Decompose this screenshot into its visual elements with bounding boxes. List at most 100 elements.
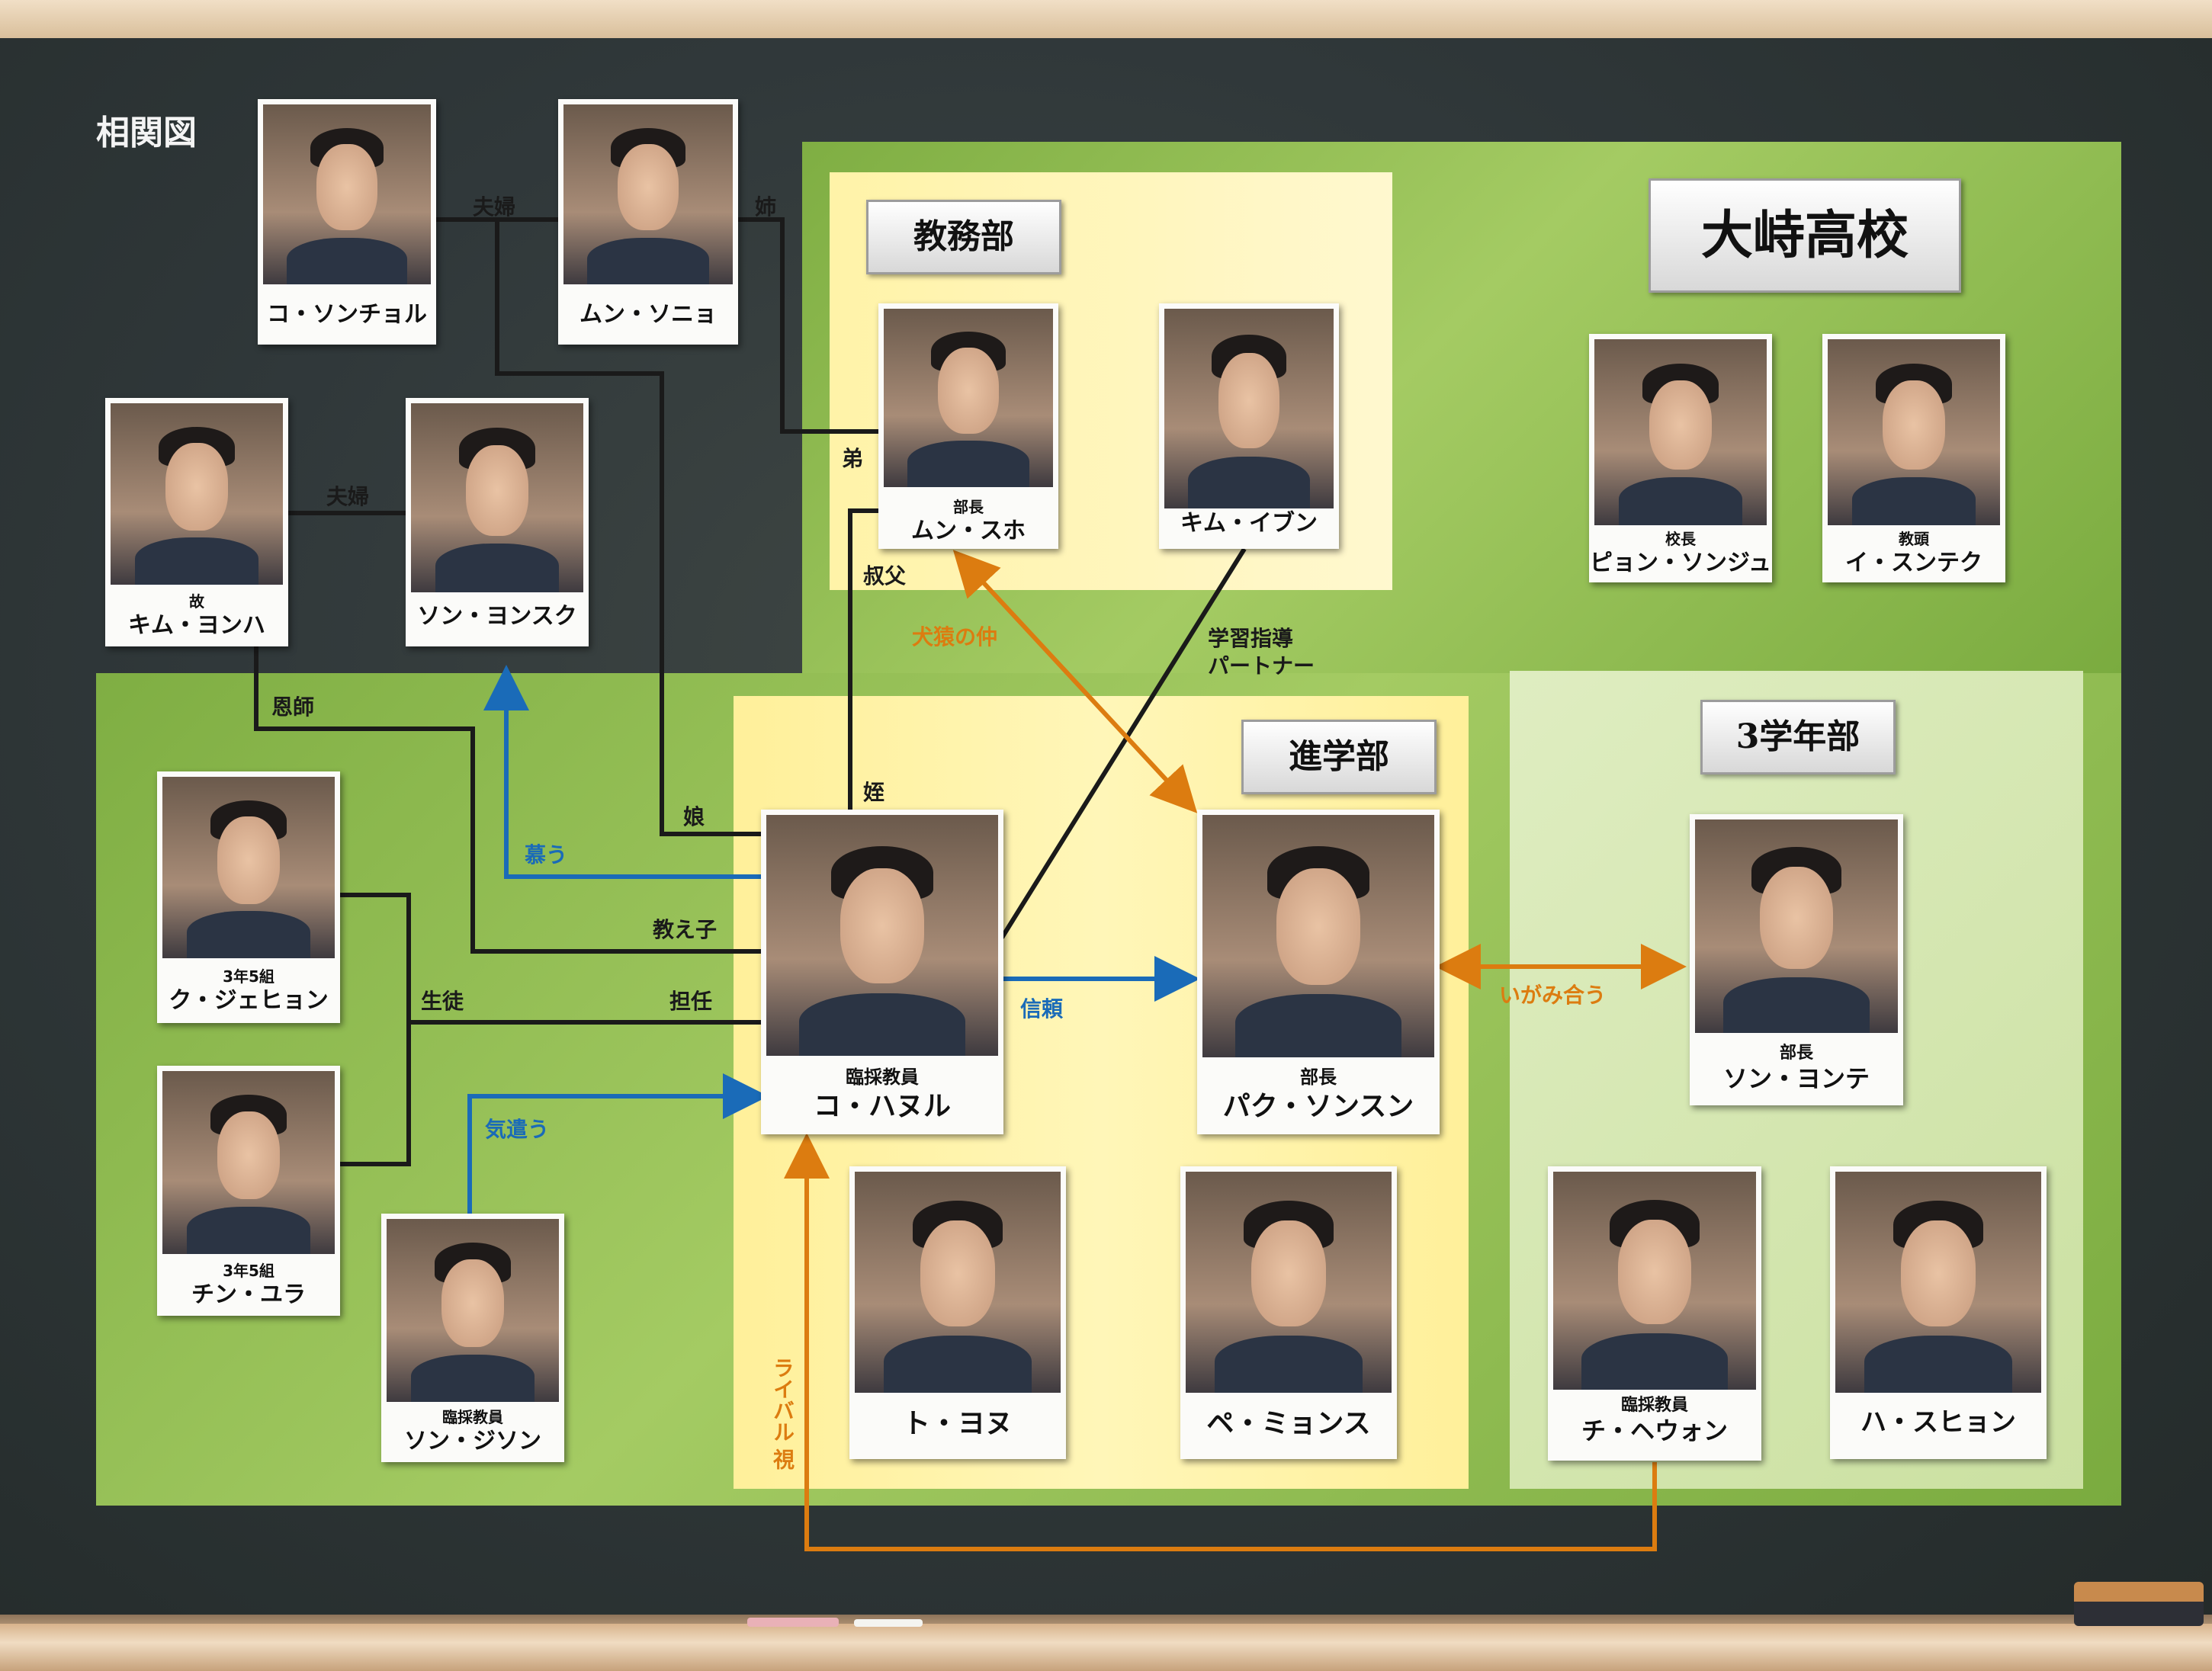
character-role: 教頭	[1899, 530, 1929, 548]
relation-label-couple: 夫婦	[473, 194, 516, 220]
relation-label-glare: いがみ合う	[1499, 983, 1607, 1008]
character-role: 臨採教員	[846, 1066, 919, 1088]
character-card[interactable]: コ・ソンチョル	[258, 99, 436, 345]
character-name: イ・スンテク	[1845, 550, 1982, 576]
chalk-piece	[747, 1618, 839, 1627]
board-frame-top	[0, 0, 2212, 38]
relation-label-couple: 夫婦	[326, 484, 370, 509]
character-photo	[387, 1219, 559, 1402]
mentor-pupil-line	[254, 645, 764, 954]
character-photo	[263, 104, 431, 284]
character-card[interactable]: ペ・ミョンス	[1180, 1166, 1397, 1459]
character-card[interactable]: キム・イブン	[1159, 303, 1339, 549]
character-name: ソン・ヨンスク	[417, 603, 577, 630]
relation-label-student: 生徒	[421, 989, 464, 1014]
relation-label-younger-brother: 弟	[842, 446, 864, 471]
relation-label-older-sister: 姉	[755, 194, 777, 220]
academic-affairs-plaque: 教務部	[866, 200, 1061, 274]
character-photo	[1594, 339, 1767, 525]
character-role: 部長	[953, 498, 984, 516]
character-card[interactable]: 臨採教員 チ・ヘウォン	[1548, 1166, 1761, 1461]
character-name: ソン・ジソン	[404, 1428, 541, 1455]
character-photo	[884, 309, 1053, 487]
school-name-plaque: 大峙高校	[1649, 178, 1961, 293]
relation-label-daughter: 娘	[683, 804, 705, 829]
character-card[interactable]: 臨採教員 ソン・ジソン	[381, 1214, 564, 1462]
dog-monkey-arrow	[952, 550, 1198, 813]
relation-label-rival: 視	[770, 1448, 795, 1470]
character-name: キム・イブン	[1180, 510, 1318, 537]
third-grade-plaque: 3学年部	[1700, 700, 1896, 775]
character-photo	[1202, 815, 1434, 1057]
character-card[interactable]: ハ・スヒョン	[1830, 1166, 2047, 1459]
relation-label-mentor: 恩師	[271, 694, 315, 720]
character-photo	[1828, 339, 2000, 525]
character-role: 臨採教員	[442, 1408, 503, 1426]
relation-label-niece: 姪	[863, 780, 885, 805]
character-photo	[1186, 1172, 1392, 1393]
character-card[interactable]: 3年5組 ク・ジェヒョン	[157, 771, 340, 1023]
relation-label-homeroom: 担任	[669, 989, 713, 1014]
relation-label-trust: 信頼	[1020, 996, 1064, 1022]
character-card[interactable]: 3年5組 チン・ユラ	[157, 1066, 340, 1316]
relation-label-study-partner: 学習指導	[1208, 626, 1294, 651]
character-photo	[162, 1071, 335, 1254]
relation-label-admire: 慕う	[525, 842, 568, 868]
student-bracket	[340, 893, 411, 1166]
character-name: キム・ヨンハ	[128, 612, 265, 639]
character-photo	[1835, 1172, 2041, 1393]
character-name: ムン・スホ	[911, 518, 1026, 544]
character-name: ムン・ソニョ	[579, 301, 717, 328]
relation-label-study-partner: パートナー	[1208, 653, 1315, 678]
relation-label-uncle: 叔父	[863, 563, 907, 589]
character-name: コ・ハヌル	[813, 1091, 951, 1122]
relation-label-rival: ライバル	[770, 1357, 795, 1442]
character-photo	[1553, 1172, 1756, 1390]
relation-label-dog-monkey: 犬猿の仲	[912, 624, 998, 649]
board-frame-bottom	[0, 1624, 2212, 1671]
character-photo	[111, 403, 283, 585]
care-arrow	[467, 1073, 769, 1215]
character-name: パク・ソンスン	[1222, 1091, 1414, 1122]
character-card[interactable]: ソン・ヨンスク	[406, 398, 589, 646]
uncle-niece-line	[848, 508, 884, 814]
character-role: 部長	[1779, 1044, 1813, 1063]
character-role: 故	[189, 592, 204, 611]
admissions-plaque: 進学部	[1241, 720, 1437, 794]
character-card[interactable]: 部長 パク・ソンスン	[1197, 810, 1440, 1134]
character-photo	[162, 777, 335, 958]
character-photo	[766, 815, 998, 1056]
character-role: 3年5組	[223, 967, 274, 986]
character-card[interactable]: 教頭 イ・スンテク	[1822, 334, 2005, 582]
character-name: チ・ヘウォン	[1581, 1416, 1728, 1445]
character-role: 校長	[1665, 530, 1696, 548]
sister-line	[737, 217, 883, 434]
character-card[interactable]: ムン・ソニョ	[558, 99, 738, 345]
character-name: ト・ヨヌ	[902, 1408, 1013, 1439]
rival-arrow	[784, 1133, 1657, 1551]
character-name: ピョン・ソンジュ	[1590, 550, 1771, 576]
character-name: ハ・スヒョン	[1860, 1407, 2016, 1438]
character-card[interactable]: 校長 ピョン・ソンジュ	[1589, 334, 1772, 582]
character-role: 3年5組	[223, 1262, 274, 1280]
chalk-piece	[854, 1619, 923, 1627]
character-photo	[1164, 309, 1334, 508]
board-eraser	[2074, 1582, 2204, 1626]
character-card[interactable]: 故 キム・ヨンハ	[105, 398, 288, 646]
character-name: ペ・ミョンス	[1206, 1408, 1371, 1439]
admire-arrow	[483, 665, 764, 879]
daughter-line	[495, 220, 764, 836]
relation-label-care: 気遣う	[485, 1117, 550, 1142]
character-photo	[1695, 819, 1898, 1033]
character-name: ソン・ヨンテ	[1722, 1064, 1870, 1093]
character-photo	[855, 1172, 1061, 1393]
character-card[interactable]: ト・ヨヌ	[849, 1166, 1066, 1459]
character-role: 部長	[1300, 1066, 1337, 1088]
character-photo	[411, 403, 583, 592]
page-title: 相関図	[96, 114, 197, 152]
character-photo	[563, 104, 733, 284]
character-card[interactable]: 部長 ソン・ヨンテ	[1690, 814, 1903, 1105]
character-card[interactable]: 部長 ムン・スホ	[878, 303, 1058, 549]
character-card[interactable]: 臨採教員 コ・ハヌル	[761, 810, 1003, 1134]
